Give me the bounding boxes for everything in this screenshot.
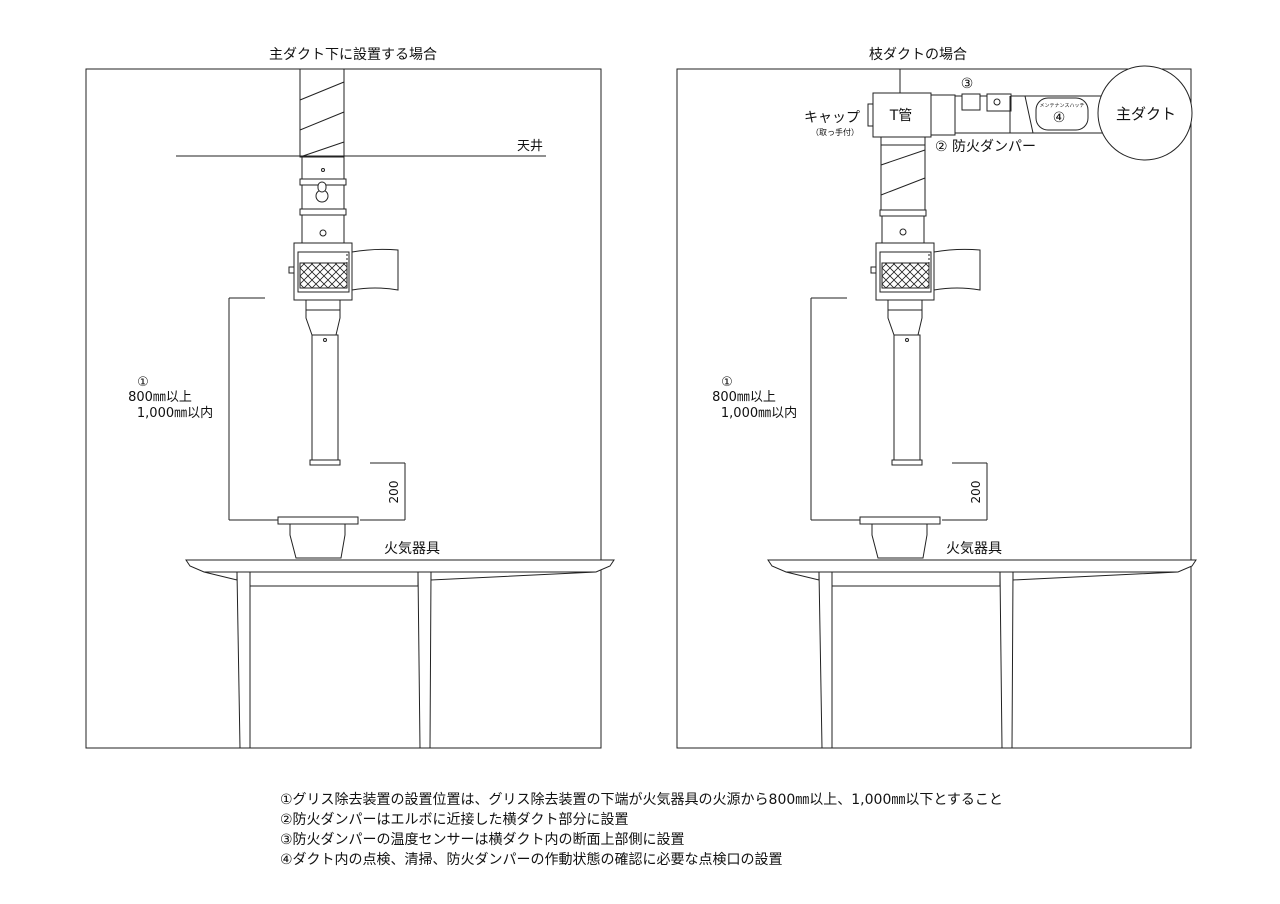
t-pipe-label: T管	[889, 108, 913, 124]
main-duct-label: 主ダクト	[1116, 105, 1176, 123]
note-3: ③防火ダンパーの温度センサーは横ダクト内の断面上部側に設置	[280, 832, 685, 848]
appliance-label: 火気器具	[946, 541, 1002, 557]
hatch-label: メンテナンスハッチ	[1040, 103, 1085, 109]
left-panel: 主ダクト下に設置する場合 天井 ① 800㎜以上 1,000㎜以内 200 火気…	[85, 47, 615, 749]
sensor-marker: ③	[961, 76, 974, 92]
ceiling-label: 天井	[517, 139, 543, 154]
fire-damper-label: ② 防火ダンパー	[935, 139, 1036, 155]
main-duct-vertical	[299, 68, 345, 158]
vertical-duct	[879, 144, 927, 244]
appliance-label: 火気器具	[384, 541, 440, 557]
note-4: ④ダクト内の点検、清掃、防火ダンパーの作動状態の確認に必要な点検口の設置	[280, 852, 783, 868]
dim-marker: ①	[721, 375, 733, 390]
dim-max-label: 1,000㎜以内	[721, 405, 797, 421]
note-1: ①グリス除去装置の設置位置は、グリス除去装置の下端が火気器具の火源から800㎜以…	[280, 792, 1003, 808]
notes-list: ①グリス除去装置の設置位置は、グリス除去装置の下端が火気器具の火源から800㎜以…	[280, 790, 1003, 870]
t-pipe	[867, 92, 956, 146]
note-2: ②防火ダンパーはエルボに近接した横ダクト部分に設置	[280, 812, 629, 828]
dim-min-label: 800㎜以上	[712, 390, 776, 405]
right-frame	[676, 68, 1192, 749]
dim-max-label: 1,000㎜以内	[137, 405, 213, 421]
right-panel: 枝ダクトの場合 キャップ （取っ手付） T管	[676, 47, 1197, 749]
cap-note: （取っ手付）	[811, 127, 859, 137]
dim-marker: ①	[137, 375, 149, 390]
main-duct-section	[1097, 65, 1193, 161]
dim-200-label: 200	[969, 481, 983, 504]
cap-label: キャップ	[804, 110, 860, 126]
branch-duct	[954, 93, 1121, 134]
hatch-marker: ④	[1053, 110, 1066, 126]
dim-min-label: 800㎜以上	[128, 390, 192, 405]
right-title: 枝ダクトの場合	[869, 47, 967, 63]
left-title: 主ダクト下に設置する場合	[269, 47, 437, 63]
dim-200-label: 200	[387, 481, 401, 504]
fire-damper-collar	[299, 156, 347, 244]
